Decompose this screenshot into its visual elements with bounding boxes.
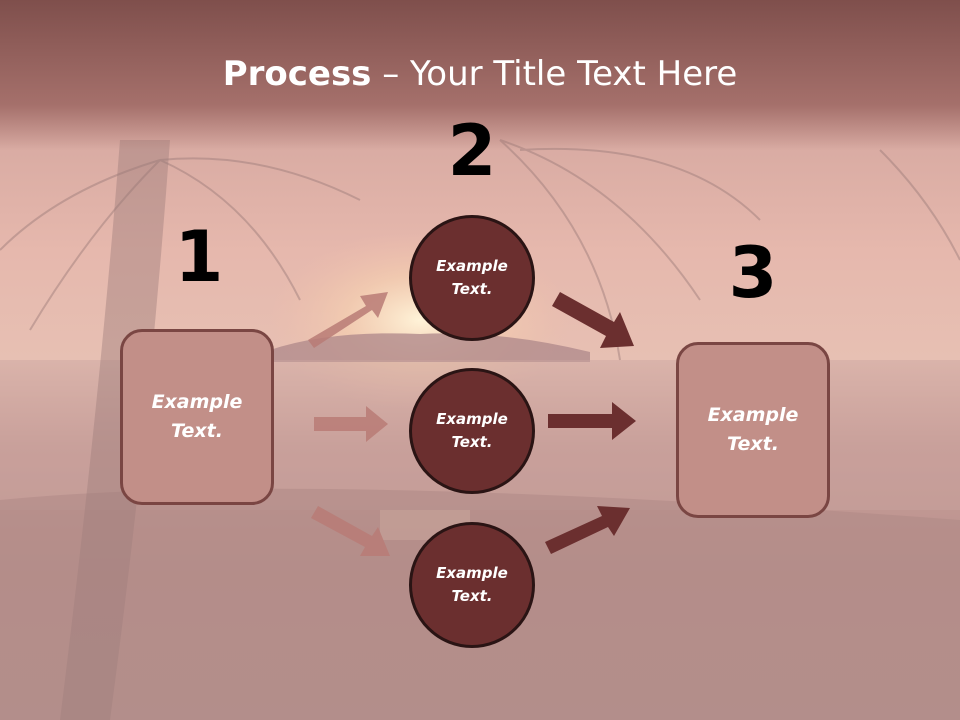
arrow-1-to-2c: [311, 506, 390, 556]
arrow-2b-to-3: [548, 402, 636, 440]
arrow-2a-to-3: [552, 292, 634, 348]
title-rest: – Your Title Text Here: [371, 54, 738, 94]
title-bold: Process: [222, 54, 372, 94]
arrow-1-to-2b: [314, 406, 388, 442]
step-number-3: 3: [728, 232, 778, 314]
step-number-2: 2: [447, 110, 497, 192]
step-number-1: 1: [174, 216, 224, 298]
slide-title: Process – Your Title Text Here: [0, 52, 960, 96]
arrow-2c-to-3: [545, 506, 630, 554]
arrow-1-to-2a: [308, 292, 388, 348]
title-band: [0, 0, 960, 150]
